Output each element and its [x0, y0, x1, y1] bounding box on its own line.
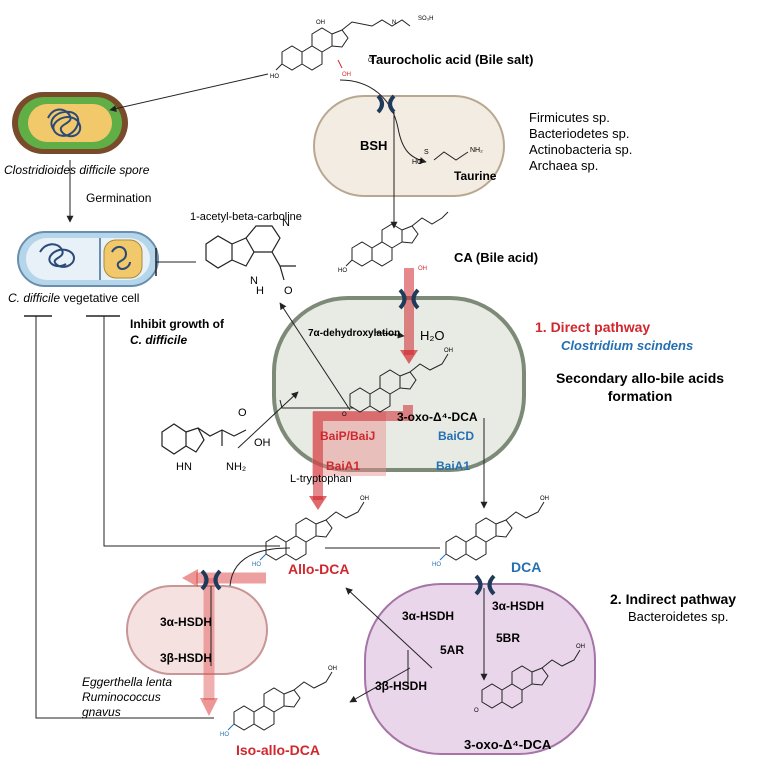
svg-text:OH: OH	[444, 348, 453, 354]
taurocholic-acid-structure: HO OH OH	[270, 19, 411, 80]
baia1-left-label: BaiA1	[326, 459, 360, 473]
svg-text:HO: HO	[338, 268, 347, 274]
eggerthella-label-2: Ruminococcus	[82, 690, 161, 704]
c-difficile-vegetative-cell	[17, 231, 159, 287]
l-tryptophan-structure	[161, 423, 247, 455]
clostridium-scindens-cell	[272, 296, 526, 472]
baicd-label: BaiCD	[438, 429, 474, 443]
svg-text:OH: OH	[418, 266, 427, 272]
germination-label: Germination	[86, 191, 151, 205]
dehydroxylation-label: 7α-dehydroxylation	[308, 328, 400, 339]
indirect-pathway-label: 2. Indirect pathway	[610, 591, 736, 607]
transporter-eggerthella	[200, 569, 222, 591]
iso-allo-dca-label: Iso-allo-DCA	[236, 742, 320, 758]
hsdh3a-right-label: 3α-HSDH	[402, 609, 454, 623]
acetyl-carboline-label: 1-acetyl-beta-carboline	[190, 211, 302, 223]
svg-text:SO₃H: SO₃H	[418, 16, 433, 22]
svg-text:OH: OH	[576, 644, 585, 650]
taurine-structure: HO S NH₂	[412, 147, 483, 166]
ca-label: CA (Bile acid)	[454, 250, 538, 265]
svg-text:N: N	[250, 275, 258, 287]
oxo-delta4-top-label: 3-oxo-Δ⁴-DCA	[397, 410, 478, 424]
direct-pathway-label: 1. Direct pathway	[535, 319, 650, 335]
svg-text:OH: OH	[254, 437, 271, 449]
hsdh3a-left-label: 3α-HSDH	[160, 615, 212, 629]
indirect-pathway-organism: Bacteroidetes sp.	[628, 609, 728, 624]
inhibit-growth-label-line1: Inhibit growth of	[130, 317, 225, 331]
baip-baij-label: BaiP/BaiJ	[320, 429, 375, 443]
svg-text:N: N	[282, 217, 290, 229]
hsdh3b-right-label: 3β-HSDH	[375, 679, 427, 693]
taurocholic-acid-label: Taurocholic acid (Bile salt)	[369, 52, 533, 67]
svg-text:HO: HO	[432, 562, 441, 568]
dca-label: DCA	[511, 559, 541, 575]
oxo-delta4-top-structure: O OH	[342, 348, 453, 418]
bsh-producer-1: Firmicutes sp.	[529, 110, 610, 125]
bsh-label: BSH	[360, 138, 387, 153]
svg-text:HO: HO	[220, 732, 229, 738]
dca-structure: HO OH	[432, 496, 549, 568]
spore-label: Clostridioides difficile spore	[4, 163, 150, 177]
acetyl-carboline-structure	[205, 225, 296, 281]
inhibit-growth-label-line2: C. difficile	[130, 333, 187, 347]
hsdh3a-cell-label: 3α-HSDH	[492, 599, 544, 613]
transporter-bsh	[376, 94, 396, 114]
bsh-producer-4: Archaea sp.	[529, 158, 598, 173]
svg-text:H: H	[256, 285, 264, 297]
svg-text:O: O	[238, 407, 247, 419]
eggerthella-label-3: gnavus	[82, 705, 121, 719]
h2o-label: H₂O	[420, 328, 445, 343]
oxo-delta4-bottom-structure: O OH	[474, 644, 585, 714]
taurine-label: Taurine	[454, 169, 497, 183]
svg-text:HO: HO	[270, 74, 279, 80]
svg-text:HO: HO	[412, 159, 423, 166]
hsdh3b-left-label: 3β-HSDH	[160, 651, 212, 665]
5ar-label: 5AR	[440, 643, 464, 657]
svg-text:O: O	[342, 412, 347, 418]
svg-text:OH: OH	[316, 20, 325, 26]
c-difficile-spore	[12, 92, 128, 154]
allo-dca-label: Allo-DCA	[288, 561, 349, 577]
baip-baij-highlight	[312, 412, 386, 476]
oxo-delta4-bottom-label: 3-oxo-Δ⁴-DCA	[464, 737, 552, 752]
svg-text:NH₂: NH₂	[226, 461, 246, 473]
svg-text:NH₂: NH₂	[470, 147, 483, 154]
pathway-arrows	[24, 73, 488, 719]
l-tryptophan-label: L-tryptophan	[290, 473, 352, 485]
direct-pathway-arrows	[182, 268, 418, 716]
ca-structure: HO OH	[338, 211, 449, 274]
vegetative-cell-label: C. difficile vegetative cell	[8, 291, 139, 305]
svg-text:O: O	[474, 708, 479, 714]
svg-text:O: O	[368, 58, 373, 64]
transporter-bacteroidetes	[474, 574, 496, 596]
formation-label-line1: Secondary allo-bile acids	[556, 370, 724, 386]
iso-allo-dca-structure: HO OH	[220, 666, 337, 738]
svg-text:N: N	[392, 20, 396, 26]
svg-text:OH: OH	[540, 496, 549, 502]
svg-text:HN: HN	[176, 461, 192, 473]
svg-text:O: O	[284, 285, 293, 297]
bsh-producer-2: Bacteriodetes sp.	[529, 126, 629, 141]
formation-label-line2: formation	[608, 388, 673, 404]
svg-text:OH: OH	[328, 666, 337, 672]
svg-text:OH: OH	[360, 496, 369, 502]
bsh-producer-cell	[313, 95, 505, 197]
allo-dca-structure: HO OH	[252, 496, 369, 568]
direct-pathway-organism: Clostridium scindens	[561, 338, 693, 353]
svg-text:HO: HO	[252, 562, 261, 568]
svg-text:OH: OH	[342, 72, 351, 78]
baia1-right-label: BaiA1	[436, 459, 470, 473]
bacteroidetes-cell	[364, 583, 596, 755]
svg-text:S: S	[424, 149, 429, 156]
bsh-producer-3: Actinobacteria sp.	[529, 142, 632, 157]
5br-label: 5BR	[496, 631, 520, 645]
eggerthella-label-1: Eggerthella lenta	[82, 675, 172, 689]
transporter-c-scindens	[398, 288, 420, 310]
